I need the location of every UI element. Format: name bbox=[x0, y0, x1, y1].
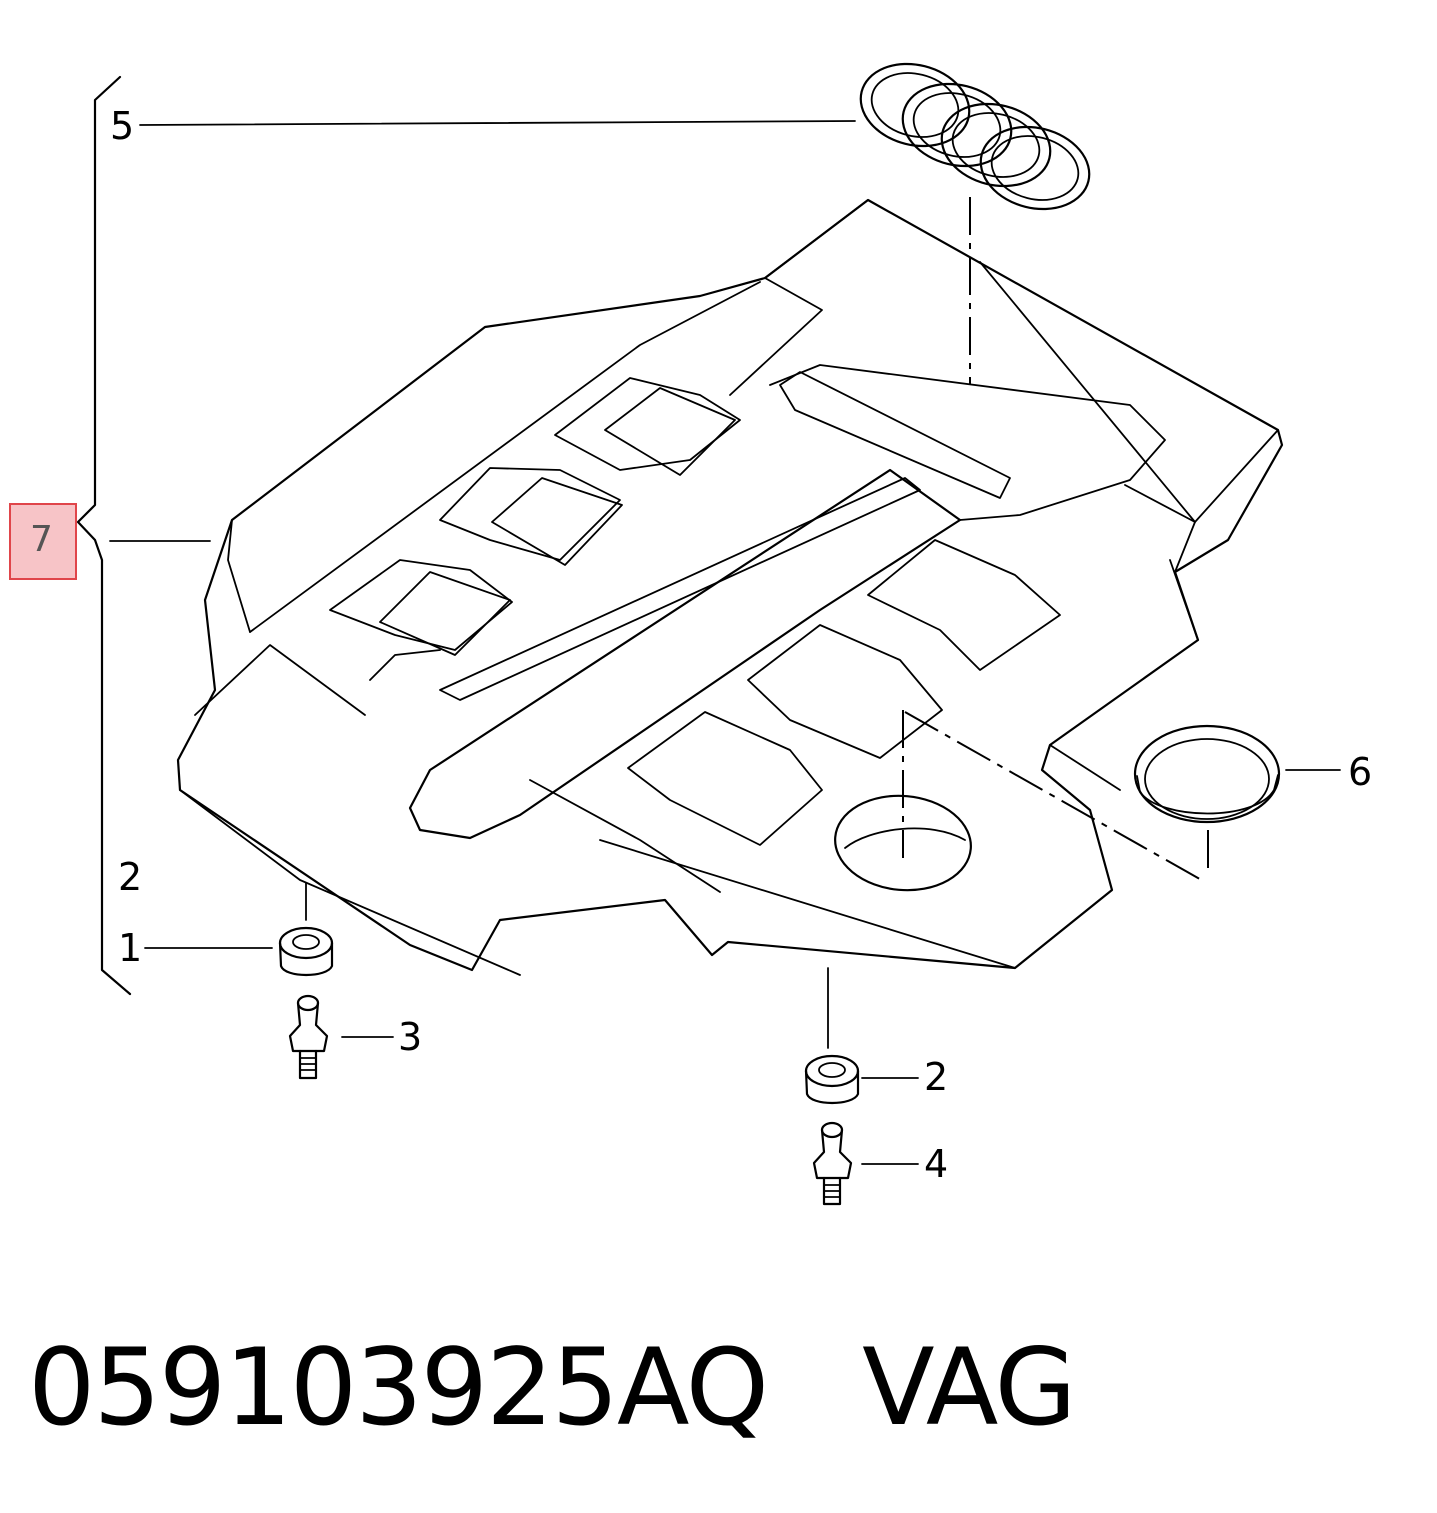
callout-6: 6 bbox=[1348, 750, 1373, 794]
callout-2-right: 2 bbox=[924, 1055, 949, 1099]
callout-5: 5 bbox=[110, 104, 135, 148]
sealing-ring-icon bbox=[1133, 724, 1281, 824]
ball-stud-icon bbox=[288, 994, 329, 1080]
callout-4: 4 bbox=[924, 1142, 949, 1186]
rubber-grommet-icon bbox=[804, 1054, 860, 1104]
assembly-bracket bbox=[76, 75, 132, 996]
ball-stud-icon bbox=[812, 1121, 853, 1206]
callout-1: 1 bbox=[118, 926, 143, 970]
engine-cover-icon bbox=[176, 198, 1284, 976]
callout-2-left: 2 bbox=[118, 855, 143, 899]
callout-7[interactable]: 7 bbox=[30, 519, 53, 560]
leader-lines bbox=[109, 120, 1341, 1165]
part-number-caption: 059103925AQ VAG bbox=[28, 1326, 1077, 1449]
exploded-parts-diagram bbox=[76, 62, 1341, 1206]
selected-item-highlight bbox=[9, 503, 77, 580]
assembly-axis-lines bbox=[902, 197, 1209, 883]
audi-rings-emblem-icon bbox=[859, 62, 1091, 211]
callout-3: 3 bbox=[398, 1015, 423, 1059]
rubber-grommet-icon bbox=[278, 926, 334, 976]
